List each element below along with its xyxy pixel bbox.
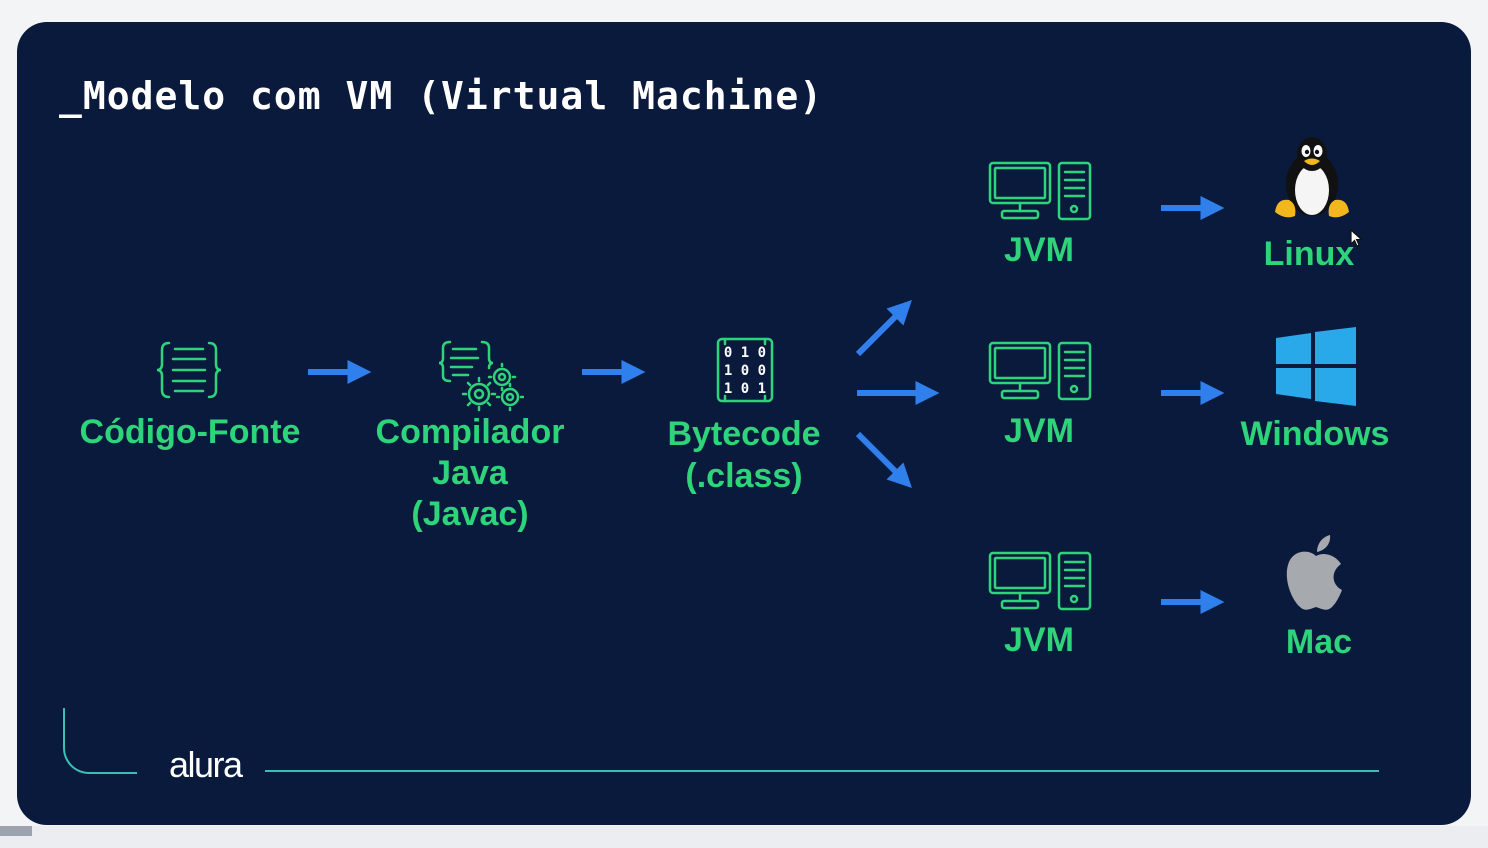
binary-digits-row-3: 1 0 1 (724, 381, 766, 397)
binary-digits-row-1: 0 1 0 (724, 345, 766, 361)
apple-logo-icon (1286, 535, 1342, 610)
bytecode-label-line-1: Bytecode (667, 415, 821, 453)
footer-corner-decoration (63, 708, 137, 774)
arrows-layer (308, 196, 1225, 614)
tux-penguin-icon (1275, 137, 1349, 218)
source-code-icon (156, 341, 222, 399)
compiler-label-line-2: Java (432, 454, 508, 492)
mouse-cursor-icon (1350, 229, 1364, 247)
slide-title: _Modelo com VM (Virtual Machine) (59, 74, 824, 118)
compiler-gears-icon (438, 340, 524, 412)
windows-label: Windows (1240, 415, 1390, 453)
jvm-linux-label: JVM (1004, 231, 1074, 269)
bytecode-label-line-2: (.class) (685, 457, 803, 495)
computer-icon (988, 161, 1092, 221)
arrow-bytecode-to-jvm-linux (855, 300, 912, 357)
linux-label: Linux (1263, 235, 1355, 273)
binary-file-icon: 0 1 0 1 0 0 1 0 1 (716, 337, 774, 403)
arrow-bytecode-to-jvm-mac (855, 431, 912, 488)
compiler-label-line-3: (Javac) (411, 495, 529, 533)
binary-digits-row-2: 1 0 0 (724, 363, 766, 379)
computer-icon (988, 551, 1092, 611)
jvm-windows-label: JVM (1004, 412, 1074, 450)
mac-label: Mac (1285, 623, 1353, 661)
slide: _Modelo com VM (Virtual Machine) (17, 22, 1471, 825)
jvm-mac-label: JVM (1004, 621, 1074, 659)
source-code-label: Código-Fonte (79, 413, 301, 451)
compiler-label-line-1: Compilador (375, 413, 565, 451)
computer-icon (988, 341, 1092, 401)
footer-divider (265, 770, 1379, 772)
windows-logo-icon (1276, 327, 1356, 406)
progress-stub (0, 826, 32, 836)
bottom-bar (0, 826, 1488, 848)
alura-logo: alura (169, 744, 243, 785)
